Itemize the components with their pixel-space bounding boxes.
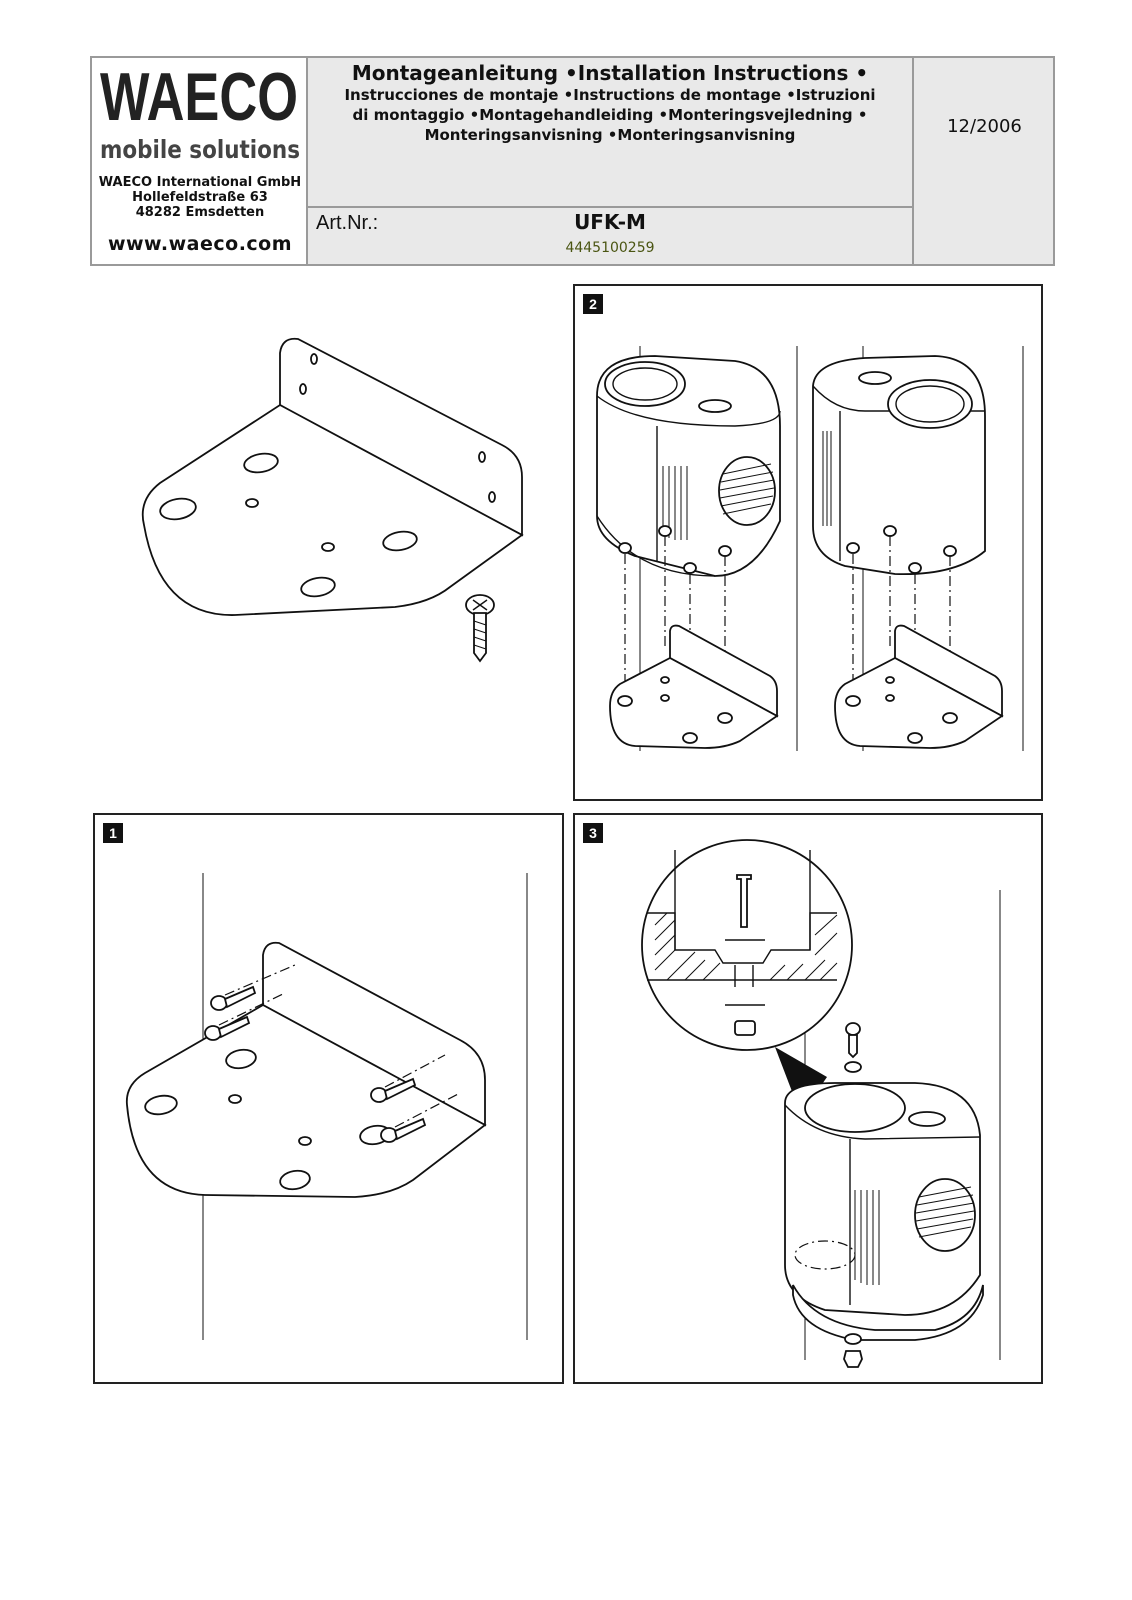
article-number-cell: Art.Nr.: UFK-M 4445100259	[308, 208, 912, 264]
round-hole	[228, 1094, 242, 1104]
figure-number: 1	[103, 823, 123, 843]
cooler-unit-left	[596, 355, 781, 577]
company-address: WAECO International GmbH Hollefeldstraße…	[92, 175, 308, 220]
figure-3-illustration	[641, 839, 1001, 1368]
wall-hole	[478, 451, 486, 463]
figure-1-panel: 1	[93, 813, 564, 1384]
document-date: 12/2006	[947, 116, 1022, 137]
company-city: 48282 Emsdetten	[135, 205, 265, 220]
cooler-unit-right	[812, 355, 986, 576]
mounting-foot	[618, 525, 957, 574]
slot-hole	[144, 1094, 178, 1116]
figure-2-illustration	[596, 346, 1024, 751]
slot-hole	[300, 576, 336, 598]
document-title: Montageanleitung •Installation Instructi…	[351, 61, 869, 85]
bracket-back-plate	[262, 941, 486, 1127]
alignment-line	[624, 536, 726, 726]
slot-hole	[225, 1048, 257, 1070]
logo-cell: WAECO mobile solutions WAECO Internation…	[92, 58, 308, 264]
screw-icon	[204, 985, 427, 1143]
round-hole	[298, 1136, 312, 1146]
bracket-back-plate	[279, 337, 523, 537]
figure-1-illustration	[125, 873, 528, 1340]
product-number: 4445100259	[565, 240, 655, 256]
bracket-overview-illustration	[141, 337, 524, 663]
slot-hole	[279, 1169, 311, 1191]
figure-2-panel: 2	[573, 284, 1043, 801]
nut-icon	[843, 1350, 863, 1368]
figure-number: 2	[583, 294, 603, 314]
logo-tagline: mobile solutions	[100, 135, 300, 164]
waeco-logo: WAECO mobile solutions	[100, 62, 300, 164]
slot-hole	[159, 497, 197, 521]
alignment-line	[852, 536, 951, 726]
document-title-translations: Instrucciones de montaje •Instructions d…	[344, 86, 876, 144]
logo-word: WAECO	[100, 62, 298, 135]
wall-hole	[310, 353, 318, 365]
detail-magnifier	[641, 839, 853, 1115]
article-number-label: Art.Nr.:	[316, 212, 379, 234]
cooler-unit	[784, 1082, 984, 1341]
wall-hole	[488, 491, 496, 503]
title-cell: Montageanleitung •Installation Instructi…	[308, 58, 912, 208]
screw-icon	[465, 594, 495, 663]
wall-hole	[299, 383, 307, 395]
nut-icon	[734, 1020, 756, 1036]
bracket-right	[834, 624, 1004, 749]
round-hole	[321, 542, 335, 552]
website-url[interactable]: www.waeco.com	[107, 233, 293, 255]
slot-hole	[382, 530, 418, 552]
bracket-left	[609, 624, 779, 749]
slot-hole	[243, 452, 279, 474]
round-hole	[245, 498, 259, 508]
screw-icon	[843, 1022, 863, 1368]
bracket-base-plate	[125, 1003, 487, 1198]
figure-number: 3	[583, 823, 603, 843]
bracket-base-plate	[141, 403, 524, 616]
company-name: WAECO International GmbH	[98, 175, 302, 190]
figure-3-panel: 3	[573, 813, 1043, 1384]
company-street: Hollefeldstraße 63	[132, 190, 268, 205]
product-name: UFK-M	[574, 210, 646, 234]
date-cell: 12/2006	[912, 58, 1053, 264]
document-header: WAECO mobile solutions WAECO Internation…	[90, 56, 1055, 266]
bolt-icon	[736, 874, 752, 928]
